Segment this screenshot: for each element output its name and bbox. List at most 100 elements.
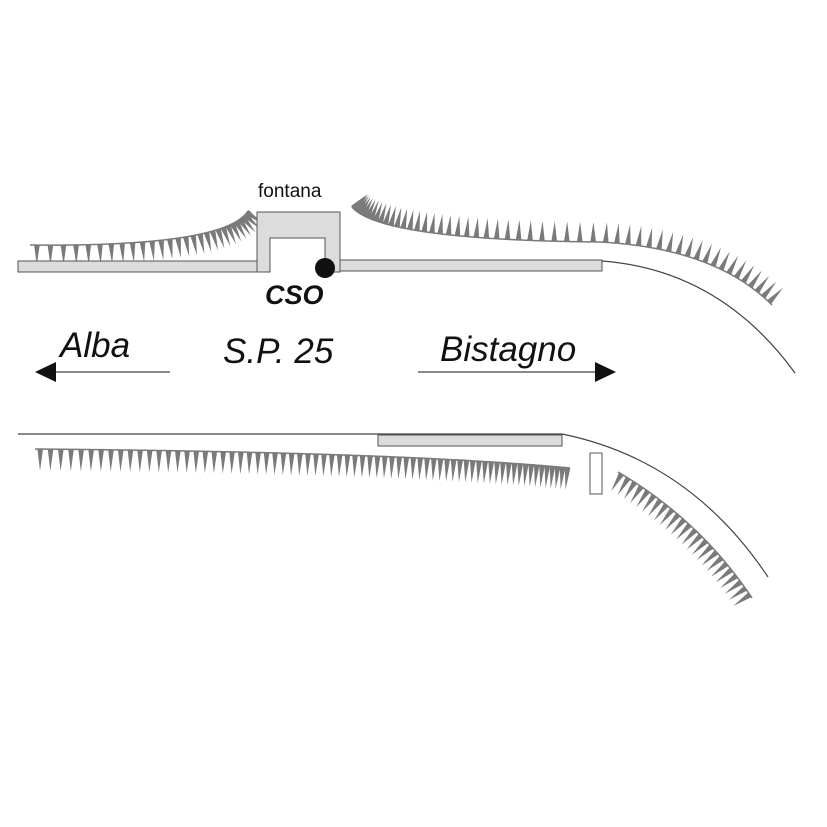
- hachure-bottom-left-tooth: [108, 449, 114, 472]
- hachure-top-left-tooth: [215, 228, 225, 249]
- hachure-bottom-left-tooth: [444, 459, 450, 482]
- hachure-top-right-a-tooth: [361, 197, 373, 217]
- hachure-top-left-tooth: [237, 217, 252, 236]
- hachure-bottom-left-tooth: [417, 457, 424, 481]
- hachure-top-right-b-tooth: [602, 222, 609, 243]
- hachure-bottom-left-tooth: [424, 458, 430, 481]
- hachure-top-right-b-tooth: [754, 275, 770, 294]
- hachure-bottom-left-tooth: [329, 454, 335, 477]
- hachure-bottom-left-tooth: [457, 459, 463, 483]
- hachure-top-right-b-tooth: [665, 231, 674, 252]
- hachure-top-right-b-tooth: [693, 240, 703, 261]
- hachure-top-right-a-tooth: [358, 196, 371, 216]
- hachure-bottom-left-tooth: [564, 467, 571, 490]
- hachure-bottom-left-tooth: [352, 455, 358, 478]
- hachure-bottom-left-tooth: [37, 449, 44, 472]
- hachure-bottom-left-tooth: [47, 449, 54, 472]
- hachure-top-right-b-tooth: [646, 227, 653, 248]
- hachure-bottom-right-tooth: [724, 579, 743, 594]
- hachure-top-right-a-tooth: [407, 209, 414, 230]
- hachure-bottom-left-tooth: [229, 451, 235, 474]
- hachure-top-right-b-tooth: [747, 270, 762, 289]
- fountain-label: fontana: [258, 181, 322, 202]
- hachure-bottom-left-tooth: [533, 464, 540, 488]
- hachure-bottom-right-tooth: [653, 503, 669, 521]
- hachure-top-left-tooth: [243, 212, 260, 229]
- hachure-bottom-left-tooth: [549, 466, 556, 489]
- direction-bistagno: Bistagno: [440, 330, 577, 369]
- hachure-bottom-left-tooth: [470, 460, 476, 483]
- hachure-bottom-left-tooth: [280, 453, 287, 476]
- hachure-top-right-a-tooth: [394, 207, 402, 228]
- hachure-bottom-left-tooth: [488, 461, 494, 484]
- hachure-bottom-left-tooth: [336, 454, 343, 477]
- hachure-bottom-right-tooth: [691, 538, 709, 555]
- hachure-top-right-b-tooth: [675, 234, 684, 255]
- hachure-bottom-left-tooth: [476, 461, 482, 484]
- hachure-top-right-b-tooth: [656, 229, 663, 250]
- hachure-top-left-tooth: [175, 237, 181, 258]
- hachure-bottom-left-tooth: [263, 452, 270, 475]
- hachure-bottom-left-tooth: [297, 453, 303, 476]
- hachure-top-right-a-tooth: [576, 221, 583, 242]
- hachure-top-left-tooth: [190, 235, 197, 256]
- hachure-bottom-right-tooth: [676, 522, 692, 540]
- hachure-bottom-right-tooth: [670, 517, 687, 535]
- hachure-bottom-left-tooth: [202, 451, 209, 474]
- hachure-bottom-left-tooth: [127, 450, 134, 473]
- hachure-bottom-right-tooth: [636, 489, 650, 508]
- hachure-bottom-left-tooth: [288, 453, 295, 476]
- hachure-top-right-a-tooth: [364, 199, 376, 219]
- hachure-top-right-a-tooth: [373, 201, 383, 222]
- hachure-top-right-a-tooth: [551, 221, 557, 242]
- hachure-bottom-left-tooth: [175, 450, 181, 473]
- hachure-bottom-left-tooth: [272, 452, 278, 475]
- hachure-top-left-tooth: [209, 230, 219, 251]
- hachure-bottom-left-tooth: [554, 466, 561, 489]
- hachure-top-right-a-tooth: [473, 217, 480, 238]
- hachure-bottom-left-tooth: [156, 450, 162, 473]
- hachure-bottom-left-tooth: [137, 450, 143, 473]
- hachure-bottom-right-tooth: [696, 544, 714, 561]
- small-structure: [589, 452, 603, 495]
- hachure-top-left-tooth: [233, 220, 247, 239]
- hachure-top-left-tooth: [119, 243, 125, 264]
- hachure-top-right-a-tooth: [493, 218, 500, 239]
- hachure-bottom-left-tooth: [68, 449, 74, 472]
- hachure-top-right-a-tooth: [590, 221, 596, 242]
- hachure-top-left-tooth: [197, 233, 205, 254]
- hachure-bottom-right-tooth: [701, 550, 719, 566]
- slope-hachures: [29, 194, 783, 607]
- hachure-bottom-left-tooth: [410, 457, 417, 480]
- hachure-bottom-left-tooth: [344, 455, 351, 478]
- hachure-top-right-a-tooth: [352, 194, 369, 212]
- hachure-bottom-left-tooth: [482, 461, 488, 484]
- hachure-bottom-left-tooth: [528, 464, 535, 487]
- hachure-bottom-right-tooth: [706, 555, 724, 571]
- hachure-bottom-left-tooth: [437, 458, 444, 482]
- hachure-bottom-right-tooth: [681, 528, 698, 545]
- hachure-bottom-left-tooth: [494, 462, 500, 485]
- hachure-top-right-a-tooth: [437, 213, 443, 235]
- hachure-top-left-tooth: [129, 242, 136, 263]
- hachure-bottom-left-tooth: [539, 465, 545, 488]
- hachure-top-left-tooth: [167, 238, 173, 260]
- hachure-top-right-a-tooth: [515, 219, 522, 241]
- hachure-bottom-left-tooth: [559, 467, 566, 490]
- hachure-top-left-tooth: [47, 245, 54, 266]
- hachure-bottom-left-tooth: [403, 457, 410, 480]
- hachure-bottom-right-tooth: [665, 512, 681, 530]
- hachure-top-left-tooth: [158, 239, 164, 261]
- hachure-top-right-a-tooth: [504, 219, 511, 240]
- road-curve-bottom: [561, 433, 769, 578]
- hachure-bottom-right-tooth: [711, 561, 729, 577]
- hachure-top-left-baseline: [29, 210, 249, 246]
- hachure-top-left-tooth: [85, 244, 92, 265]
- road-edge-right: [339, 259, 603, 272]
- hachure-bottom-right-tooth: [611, 472, 624, 492]
- road-curve-top: [601, 260, 796, 374]
- hachure-bottom-left-tooth: [313, 453, 319, 477]
- hachure-bottom-right-tooth: [617, 476, 631, 496]
